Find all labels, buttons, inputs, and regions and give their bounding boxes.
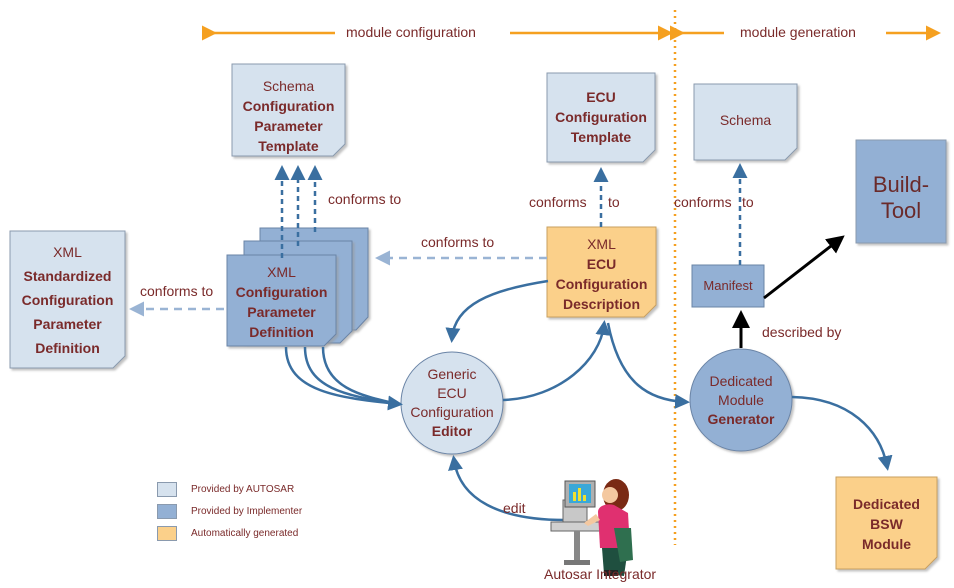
legend-label-autosar: Provided by AUTOSAR bbox=[191, 483, 295, 495]
legend-label-generated: Automatically generated bbox=[191, 527, 299, 539]
generator-circle[interactable] bbox=[689, 348, 793, 452]
std-param-def-doc[interactable] bbox=[9, 230, 126, 369]
schema-cpt-text: Schema Configuration Parameter Template bbox=[242, 78, 335, 154]
generator-text: Dedicated Module Generator bbox=[707, 373, 775, 427]
ecu-desc-text: XML ECU Configuration Description bbox=[555, 236, 648, 312]
legend-item-autosar: Provided by AUTOSAR bbox=[157, 481, 295, 497]
integrator-label: Autosar Integrator bbox=[544, 566, 657, 582]
desc-to-generator-flow bbox=[606, 322, 690, 409]
legend-label-implementer: Provided by Implementer bbox=[191, 505, 303, 517]
generation-phase-label: module generation bbox=[740, 24, 856, 40]
manifest-to-buildtool-arrow bbox=[763, 235, 845, 300]
build-tool-box[interactable] bbox=[855, 139, 947, 244]
conforms-label-4b: to bbox=[608, 194, 620, 210]
param-def-conforms-arrows bbox=[274, 163, 748, 265]
legend-item-generated: Automatically generated bbox=[157, 525, 299, 541]
conforms-label-5a: conforms bbox=[674, 194, 732, 210]
legend-swatch-generated bbox=[157, 525, 177, 541]
conforms-label-3: conforms to bbox=[140, 283, 214, 299]
schema-doc[interactable] bbox=[693, 83, 798, 161]
configuration-phase-label: module configuration bbox=[346, 24, 476, 40]
legend-item-implementer: Provided by Implementer bbox=[157, 503, 303, 519]
std-param-def-text: XML Standardized Configuration Parameter… bbox=[21, 244, 114, 356]
conforms-label-4a: conforms bbox=[529, 194, 587, 210]
conforms-label-1: conforms to bbox=[328, 191, 402, 207]
ecu-template-doc[interactable] bbox=[546, 72, 656, 163]
schema-text: Schema bbox=[719, 112, 772, 128]
ecu-template-text: ECU Configuration Template bbox=[555, 89, 647, 145]
legend-swatch-autosar bbox=[157, 481, 177, 497]
build-tool-text: Build- Tool bbox=[872, 172, 930, 223]
desc-to-editor-flow bbox=[445, 279, 549, 343]
conforms-label-5b: to bbox=[742, 194, 754, 210]
manifest-text: Manifest bbox=[703, 278, 753, 293]
bsw-module-doc[interactable] bbox=[835, 476, 938, 570]
conforms-label-2: conforms to bbox=[421, 234, 495, 250]
integrator-to-editor-flow bbox=[448, 455, 566, 522]
paramdef-to-editor-flows bbox=[284, 346, 403, 411]
param-def-stack[interactable] bbox=[226, 227, 369, 347]
editor-to-desc-flow bbox=[502, 320, 611, 402]
param-def-text: XML Configuration Parameter Definition bbox=[235, 264, 328, 340]
manifest-box[interactable] bbox=[691, 264, 765, 308]
editor-text: Generic ECU Configuration Editor bbox=[410, 366, 494, 439]
legend-swatch-implementer bbox=[157, 503, 177, 519]
bsw-module-text: Dedicated BSW Module bbox=[853, 496, 920, 552]
edit-label: edit bbox=[503, 500, 526, 516]
described-by-label: described by bbox=[762, 324, 842, 340]
generator-to-bsw-flow bbox=[791, 395, 893, 471]
integrator-figure-icon bbox=[550, 479, 633, 576]
schema-cpt-doc[interactable] bbox=[231, 63, 346, 157]
ecu-desc-doc[interactable] bbox=[546, 226, 657, 318]
